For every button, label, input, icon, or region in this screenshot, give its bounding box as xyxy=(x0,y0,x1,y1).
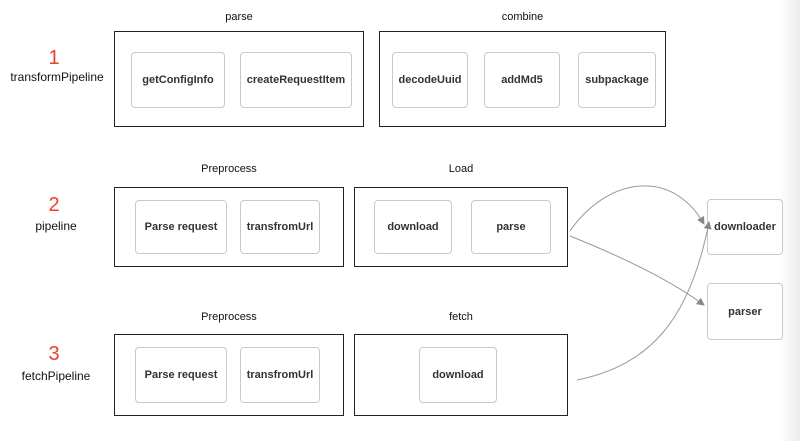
step-node: Parse request xyxy=(135,347,227,403)
pipeline-number: 1 xyxy=(48,47,60,69)
pipeline-name: fetchPipeline xyxy=(21,369,91,383)
stage-box: download parse xyxy=(354,187,568,267)
stage-box: download xyxy=(354,334,568,416)
step-node: download xyxy=(419,347,497,403)
stage-title: Load xyxy=(448,163,474,175)
stage-title: fetch xyxy=(449,311,473,323)
pipeline-name: transformPipeline xyxy=(10,70,104,84)
stage-title: parse xyxy=(225,11,253,23)
step-node: parse xyxy=(471,200,551,254)
stage-box: Parse request transfromUrl xyxy=(114,334,344,416)
arrow-load-to-downloader xyxy=(569,185,705,232)
arrow-fetch-to-downloader xyxy=(576,221,712,381)
pipeline-name: pipeline xyxy=(35,219,77,233)
step-node: getConfigInfo xyxy=(131,52,225,108)
step-node: subpackage xyxy=(578,52,656,108)
right-edge-shade xyxy=(778,0,800,441)
pipeline-number: 3 xyxy=(48,343,60,365)
stage-box: Parse request transfromUrl xyxy=(114,187,344,267)
stage-title: Preprocess xyxy=(201,163,257,175)
stage-title: Preprocess xyxy=(201,311,257,323)
stage-title: combine xyxy=(501,11,544,23)
step-node: download xyxy=(374,200,452,254)
pipeline-number: 2 xyxy=(48,194,60,216)
arrow-load-to-parser xyxy=(569,235,705,306)
step-node: Parse request xyxy=(135,200,227,254)
stage-box: decodeUuid addMd5 subpackage xyxy=(379,31,666,127)
stage-box: getConfigInfo createRequestItem xyxy=(114,31,364,127)
step-node: addMd5 xyxy=(484,52,560,108)
step-node: createRequestItem xyxy=(240,52,352,108)
parser-node: parser xyxy=(707,283,783,340)
step-node: transfromUrl xyxy=(240,200,320,254)
step-node: transfromUrl xyxy=(240,347,320,403)
step-node: decodeUuid xyxy=(392,52,468,108)
downloader-node: downloader xyxy=(707,199,783,255)
